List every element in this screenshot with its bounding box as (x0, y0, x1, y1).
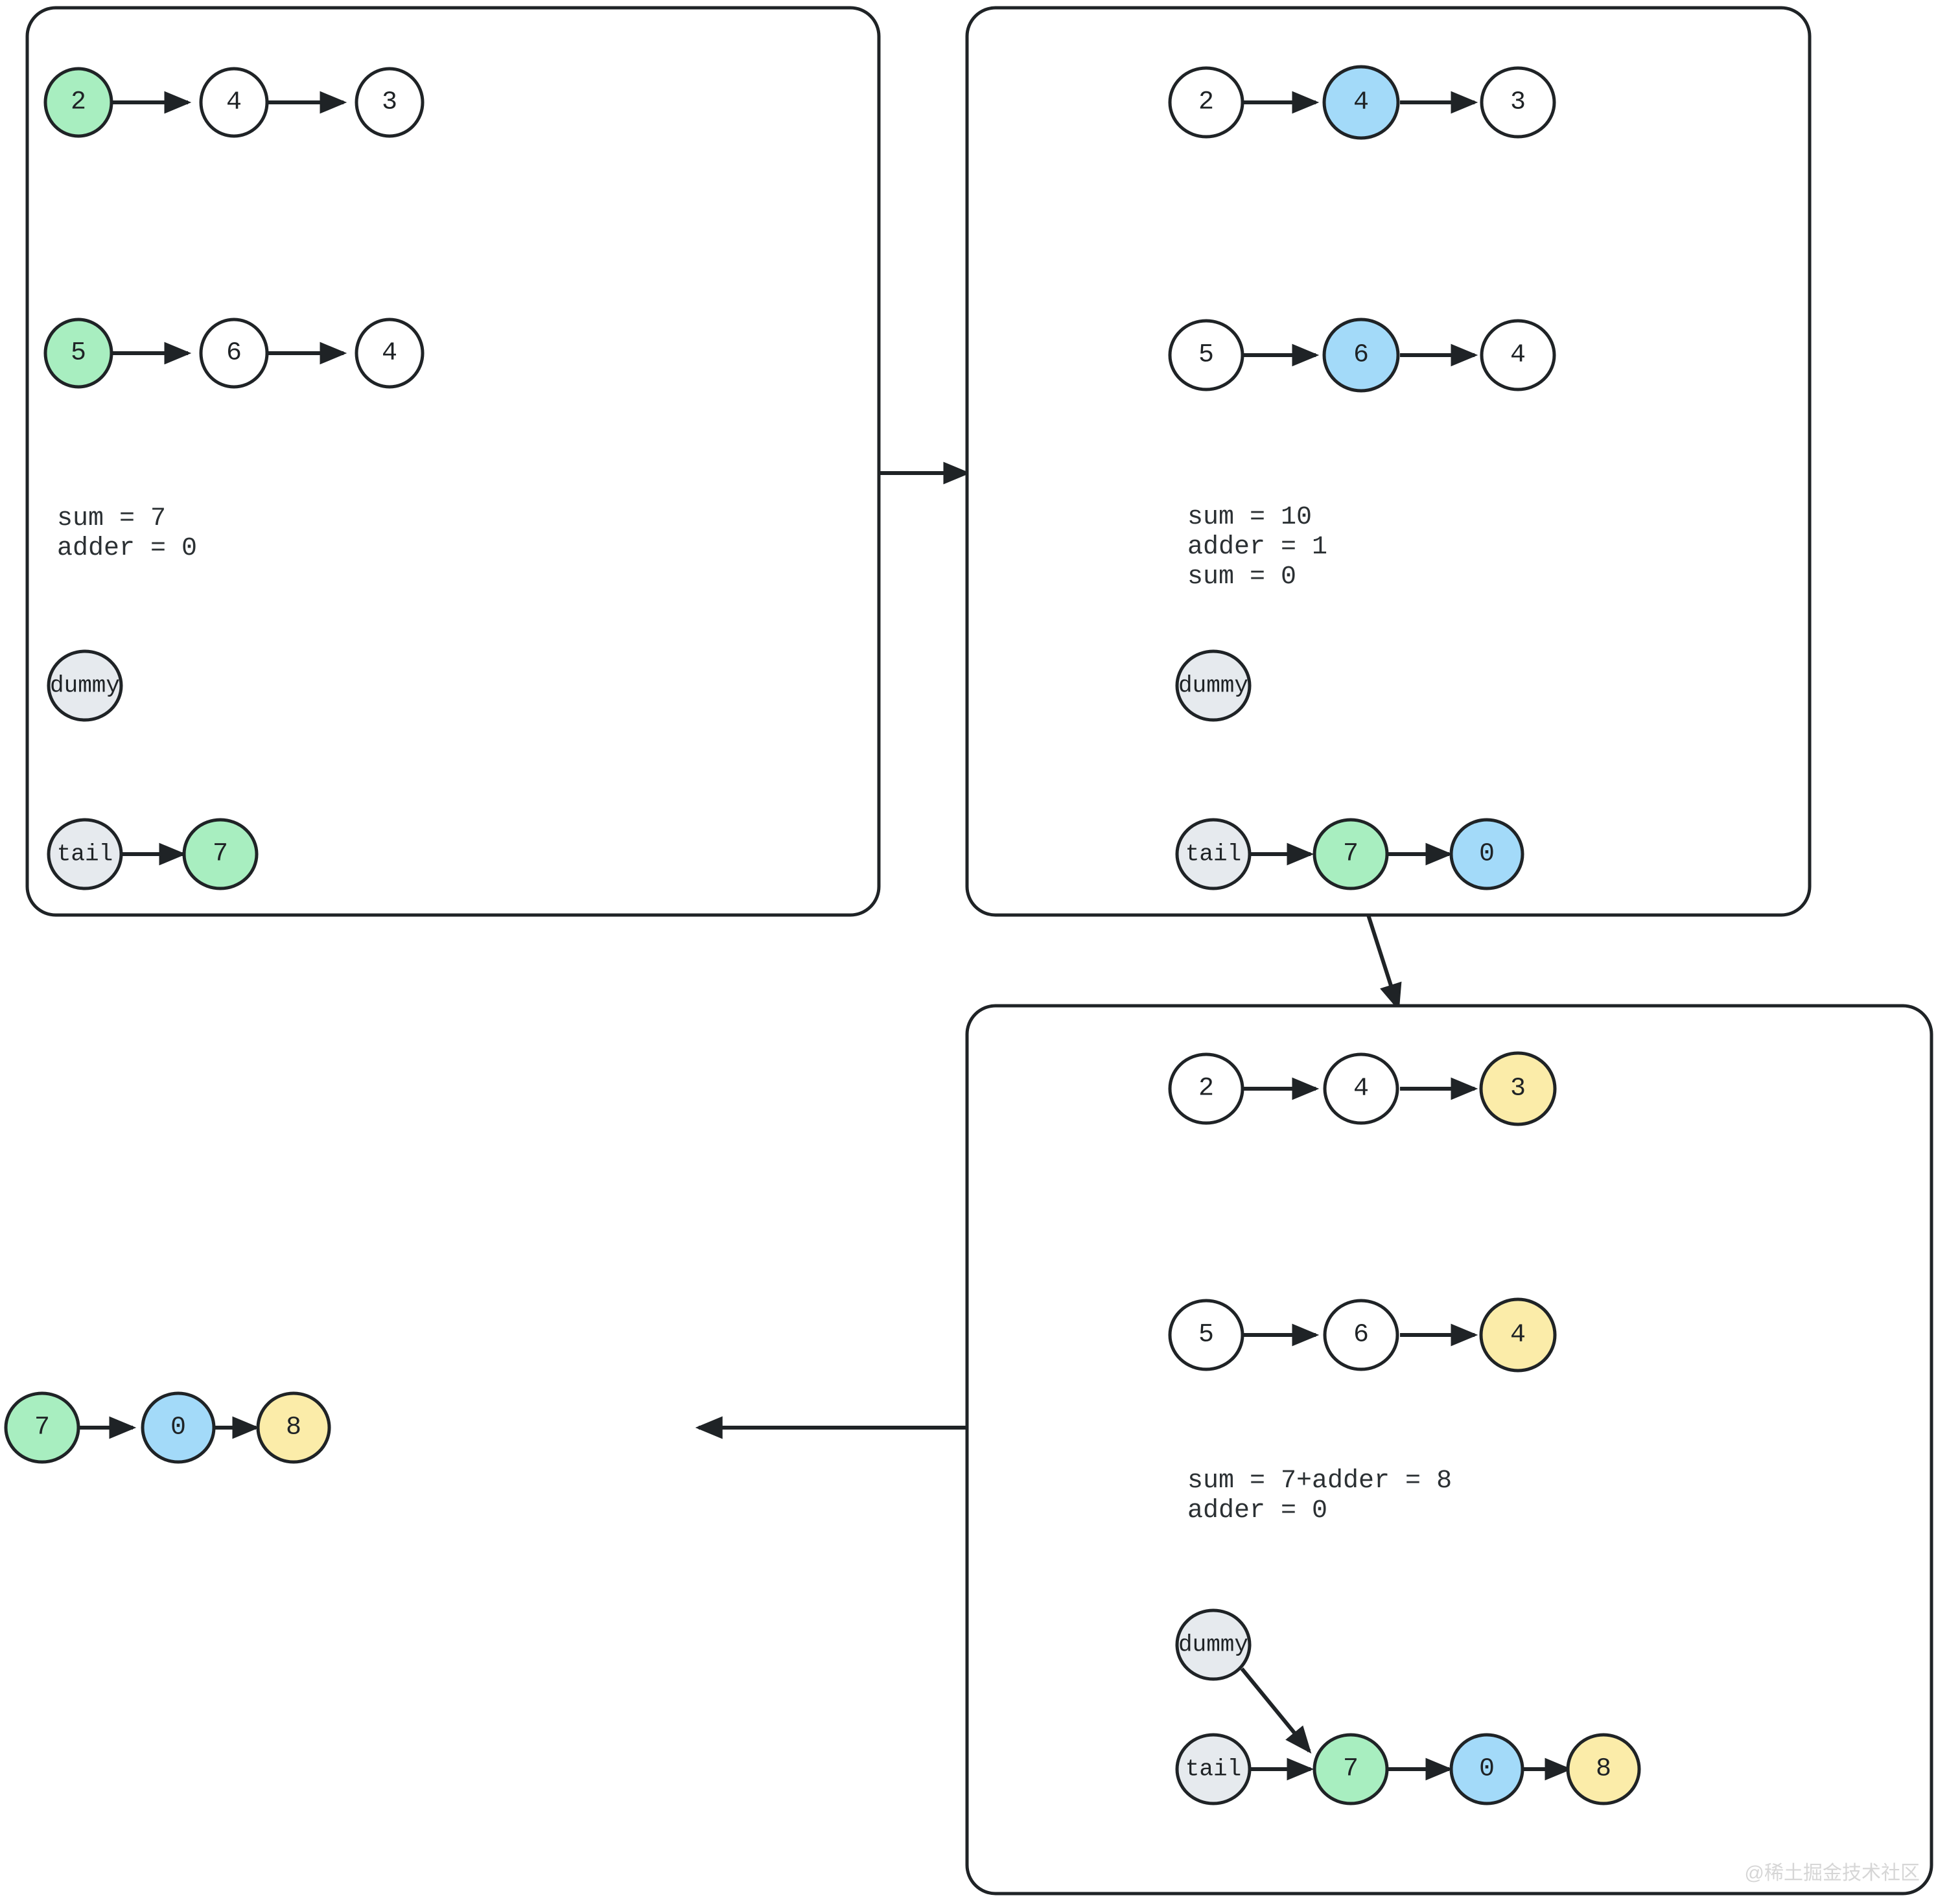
list-node-label: 2 (71, 88, 86, 117)
tail-node[interactable] (47, 818, 123, 890)
edge-dummy-to-head (1240, 1667, 1312, 1754)
panel-2-tail-chain: tail 7 0 (1175, 818, 1524, 890)
list-node-label: 0 (1479, 1755, 1495, 1784)
panel-2-code-line-3: sum = 0 (1187, 562, 1296, 592)
panel-3-code-line-1: sum = 7+adder = 8 (1187, 1467, 1452, 1496)
list-node[interactable] (1479, 1051, 1557, 1126)
list-node-label: 0 (1479, 840, 1495, 869)
list-node[interactable] (1322, 65, 1400, 140)
list-node-label: 2 (1198, 88, 1214, 117)
panel-1-tail-chain: tail 7 (47, 818, 259, 890)
dummy-node[interactable] (1175, 649, 1252, 722)
list-node[interactable] (182, 818, 259, 890)
list-node-label: 3 (1510, 88, 1526, 117)
panel-2-code-line-1: sum = 10 (1187, 503, 1312, 532)
list-node[interactable] (355, 67, 425, 138)
list-node[interactable] (1323, 1052, 1399, 1125)
list-node-label: 3 (1510, 1074, 1526, 1104)
tail-node-label: tail (1185, 841, 1241, 868)
panel-3-row-a: 2 4 3 (1168, 1051, 1557, 1126)
dummy-node[interactable] (47, 649, 123, 722)
panel-1-row-a: 2 4 3 (43, 67, 425, 138)
panel-2-frame (965, 6, 1812, 917)
list-node-label: 8 (1596, 1755, 1611, 1784)
list-node-label: 4 (1510, 1321, 1526, 1350)
list-node[interactable] (1168, 66, 1244, 139)
list-node-label: 8 (286, 1413, 301, 1443)
panel-1-frame (25, 6, 881, 917)
list-node[interactable] (199, 318, 269, 389)
list-node[interactable] (1312, 1733, 1389, 1805)
list-node-label: 7 (1343, 1755, 1359, 1784)
list-node-label: 6 (226, 339, 242, 368)
panel-1-code-line-2: adder = 0 (57, 534, 197, 563)
panel-3-code-line-2: adder = 0 (1187, 1496, 1327, 1525)
list-node[interactable] (43, 67, 113, 138)
list-node-label: 6 (1353, 341, 1369, 370)
panel-2: 2 4 3 5 6 4 sum = 10 adder = 1 sum = 0 (965, 6, 1812, 917)
list-node[interactable] (1168, 319, 1244, 391)
dummy-node-label: dummy (50, 673, 120, 699)
list-node[interactable] (1479, 1297, 1557, 1373)
panel-2-row-a: 2 4 3 (1168, 65, 1556, 140)
list-node-label: 7 (34, 1413, 50, 1443)
panel-3: 2 4 3 5 6 4 sum = 7+adder = 8 adder = 0 (965, 1004, 1933, 1896)
watermark-text: @稀土掘金技术社区 (1745, 1862, 1920, 1884)
tail-node-label: tail (1185, 1756, 1241, 1783)
list-node[interactable] (1566, 1733, 1641, 1805)
list-node[interactable] (141, 1391, 216, 1464)
list-node[interactable] (1168, 1299, 1244, 1371)
list-node[interactable] (1449, 818, 1524, 890)
list-node[interactable] (1312, 818, 1389, 890)
list-node[interactable] (256, 1391, 331, 1464)
list-node-label: 5 (1198, 341, 1214, 370)
tail-node-label: tail (57, 841, 113, 868)
list-node-label: 2 (1198, 1074, 1214, 1104)
list-node-label: 7 (1343, 840, 1359, 869)
tail-node[interactable] (1175, 818, 1252, 890)
panel-1-code-line-1: sum = 7 (57, 504, 166, 533)
result-chain: 7 0 8 (4, 1391, 331, 1464)
panel-3-frame (965, 1004, 1933, 1896)
connector-panel2-to-panel3 (1366, 914, 1402, 1011)
dummy-node-label: dummy (1178, 673, 1248, 699)
panel-2-code-line-2: adder = 1 (1187, 533, 1327, 562)
list-node[interactable] (1168, 1052, 1244, 1125)
list-node[interactable] (1323, 1299, 1399, 1371)
list-node[interactable] (4, 1391, 80, 1464)
panel-2-row-b: 5 6 4 (1168, 318, 1556, 393)
list-node[interactable] (1322, 318, 1400, 393)
list-node-label: 4 (1353, 88, 1369, 117)
list-node-label: 5 (1198, 1321, 1214, 1350)
list-node-label: 7 (213, 840, 228, 869)
list-node-label: 3 (382, 88, 397, 117)
list-node[interactable] (1449, 1733, 1524, 1805)
list-node-label: 4 (382, 339, 397, 368)
list-node-label: 0 (170, 1413, 186, 1443)
panel-3-row-b: 5 6 4 (1168, 1297, 1557, 1373)
panel-1-row-b: 5 6 4 (43, 318, 425, 389)
list-node-label: 6 (1353, 1321, 1369, 1350)
list-node-label: 4 (1510, 341, 1526, 370)
list-node[interactable] (355, 318, 425, 389)
list-node-label: 4 (226, 88, 242, 117)
dummy-node-label: dummy (1178, 1632, 1248, 1658)
list-node[interactable] (43, 318, 113, 389)
list-node[interactable] (199, 67, 269, 138)
list-node[interactable] (1480, 319, 1556, 391)
panel-3-tail-chain: tail 7 0 8 (1175, 1733, 1641, 1805)
tail-node[interactable] (1175, 1733, 1252, 1805)
list-node-label: 5 (71, 339, 86, 368)
dummy-node[interactable] (1175, 1608, 1252, 1681)
list-node-label: 4 (1353, 1074, 1369, 1104)
panel-1: 2 4 3 5 6 4 sum = 7 adder = 0 (25, 6, 881, 917)
list-node[interactable] (1480, 66, 1556, 139)
